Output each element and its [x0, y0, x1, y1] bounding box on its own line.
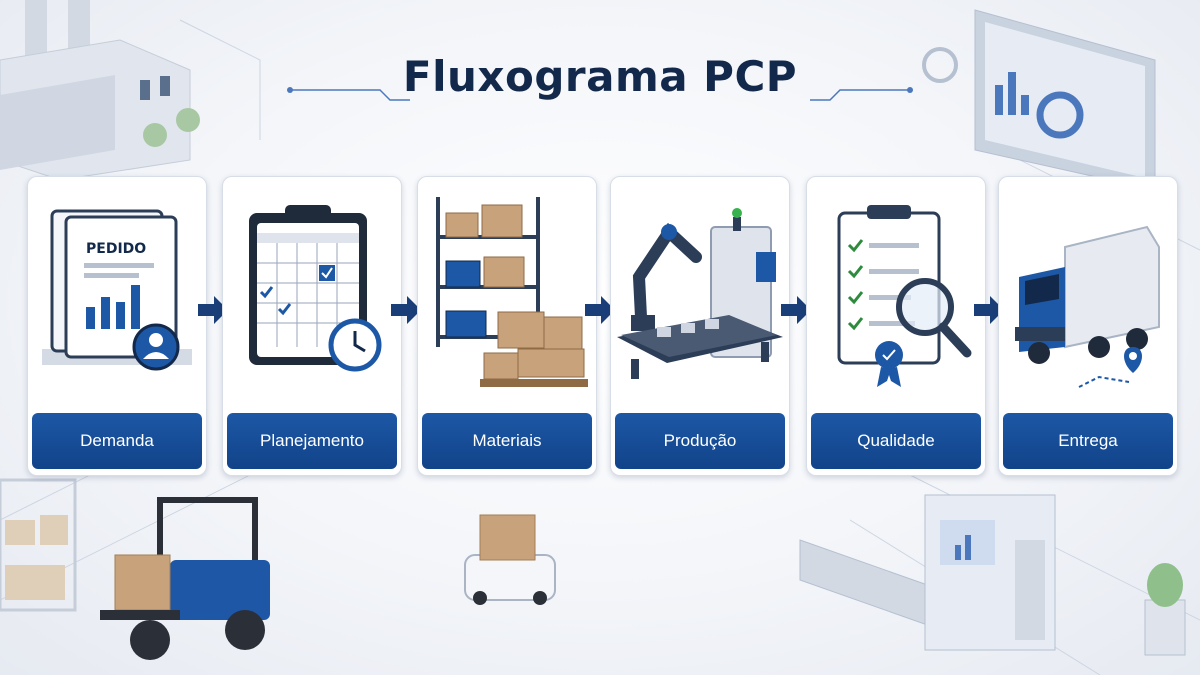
storage-shelf-illustration — [0, 478, 77, 612]
agv-robot-illustration — [464, 514, 556, 605]
step-card-entrega: Entrega — [998, 176, 1178, 476]
order-document-icon: PEDIDO — [42, 209, 192, 371]
step-card-producao: Produção — [610, 176, 790, 476]
arrow-right-icon — [198, 296, 228, 324]
step-label: Produção — [615, 413, 785, 469]
factory-illustration — [0, 0, 200, 181]
step-label: Entrega — [1003, 413, 1173, 469]
step-label: Materiais — [422, 413, 592, 469]
calendar-clock-icon — [249, 205, 382, 372]
checklist-inspection-icon — [837, 205, 972, 387]
warehouse-shelf-icon — [436, 197, 588, 387]
arrow-right-icon — [781, 296, 811, 324]
delivery-truck-icon — [1015, 225, 1160, 388]
arrow-right-icon — [391, 296, 421, 324]
production-line-illustration — [799, 494, 1186, 656]
dashboard-monitor-illustration — [922, 9, 1156, 191]
order-document-text: PEDIDO — [86, 241, 146, 257]
arrow-right-icon — [974, 296, 1004, 324]
page-title: Fluxograma PCP — [402, 52, 798, 101]
step-label: Planejamento — [227, 413, 397, 469]
step-card-planejamento: Planejamento — [222, 176, 402, 476]
step-card-demanda: PEDIDO Demanda — [27, 176, 207, 476]
step-label: Qualidade — [811, 413, 981, 469]
step-card-qualidade: Qualidade — [806, 176, 986, 476]
arrow-right-icon — [585, 296, 615, 324]
step-card-materiais: Materiais — [417, 176, 597, 476]
step-label: Demanda — [32, 413, 202, 469]
forklift-illustration — [100, 497, 270, 660]
robot-arm-production-icon — [617, 208, 783, 379]
